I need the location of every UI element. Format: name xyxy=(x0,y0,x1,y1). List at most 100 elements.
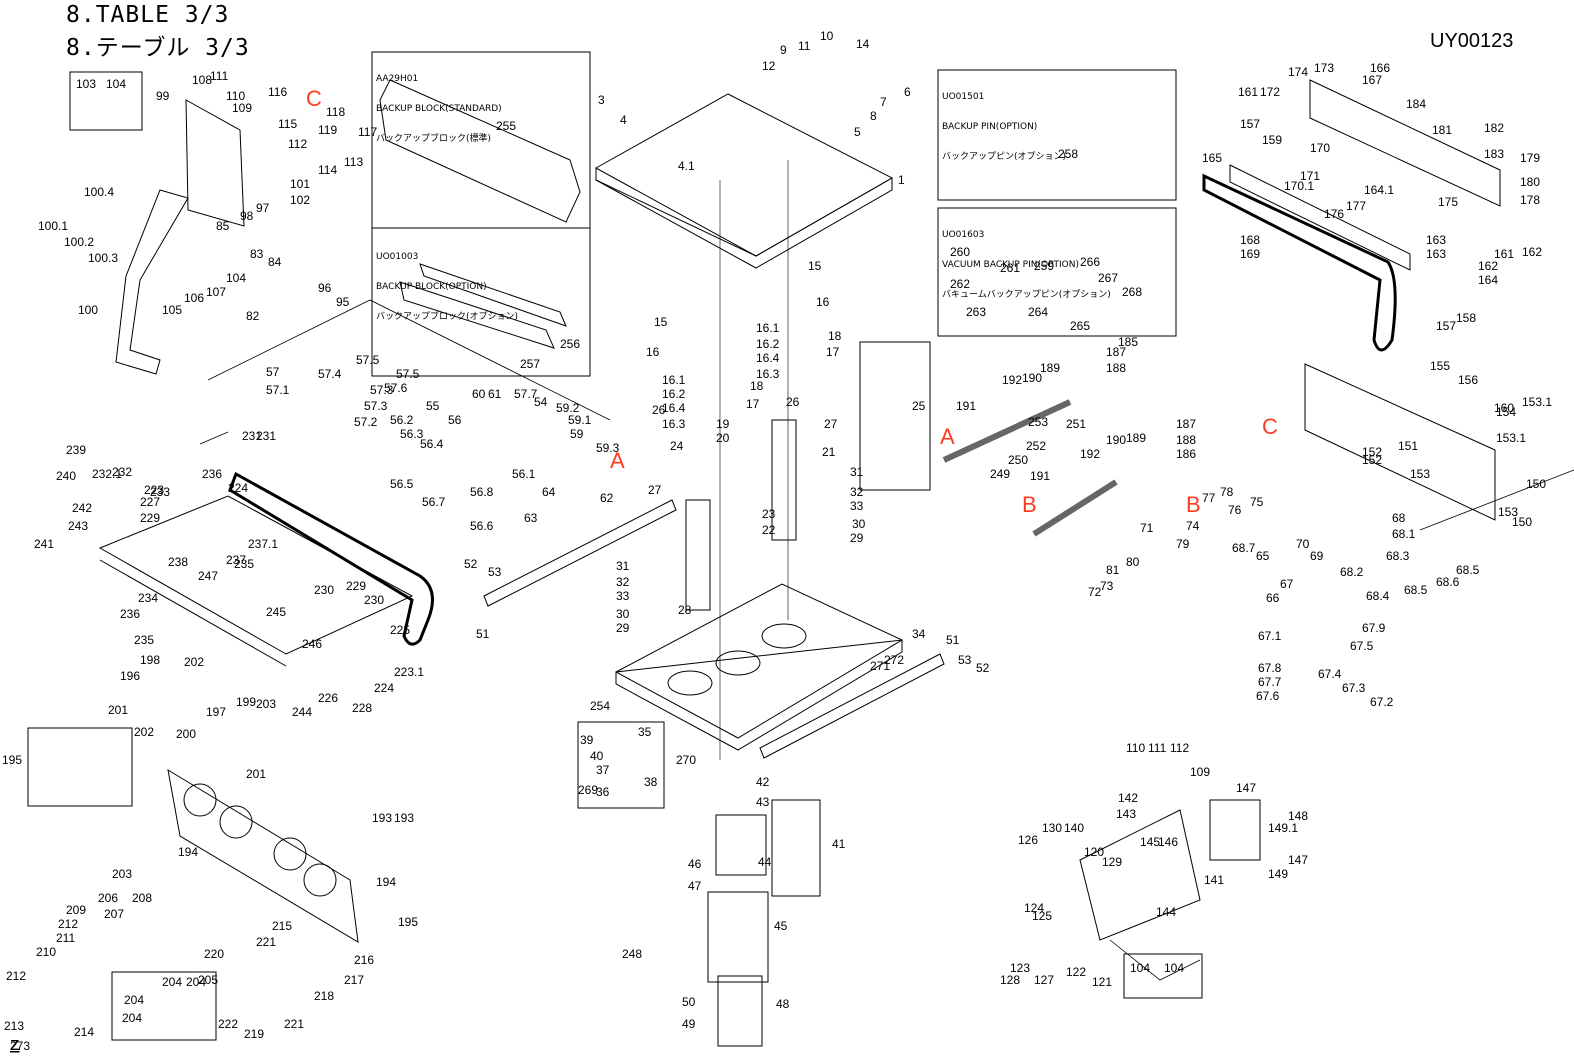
part-number-label: 121 xyxy=(1092,975,1112,989)
part-number-label: 122 xyxy=(1066,965,1086,979)
part-number-label: 162 xyxy=(1522,245,1542,259)
part-number-label: 25 xyxy=(912,399,926,413)
part-number-label: 130 xyxy=(1042,821,1062,835)
part-number-label: 101 xyxy=(290,177,310,191)
detail-box-104-bottom xyxy=(1123,953,1203,999)
part-number-label: 226 xyxy=(318,691,338,705)
part-number-label: Z xyxy=(10,1037,19,1054)
part-number-label: 183 xyxy=(1484,147,1504,161)
part-number-label: 41 xyxy=(832,837,846,851)
detail-box-104-top xyxy=(69,71,143,131)
part-number-label: 236 xyxy=(202,467,222,481)
part-number-label: 127 xyxy=(1034,973,1054,987)
part-number-label: 51 xyxy=(946,633,960,647)
part-number-label: 59 xyxy=(570,427,584,441)
part-number-label: 146 xyxy=(1158,835,1178,849)
part-number-label: 39 xyxy=(580,733,594,747)
part-number-label: 148 xyxy=(1288,809,1308,823)
part-number-label: 204 xyxy=(122,1011,142,1025)
part-number-label: 50 xyxy=(682,995,696,1009)
part-number-label: 103 xyxy=(76,77,96,91)
part-number-label: 192 xyxy=(1080,447,1100,461)
part-number-label: 57.5 xyxy=(396,367,420,381)
option-name-jp: バックアップピン(オプション) xyxy=(942,152,1067,162)
part-number-label: 181 xyxy=(1432,123,1452,137)
part-number-label: 5 xyxy=(854,125,861,139)
part-number-label: 16.2 xyxy=(662,387,686,401)
part-number-label: 56.5 xyxy=(390,477,414,491)
part-number-label: Z xyxy=(10,1037,19,1054)
part-number-label: 104 xyxy=(1130,961,1150,975)
part-number-label: 110 xyxy=(226,89,245,103)
part-number-label: 175 xyxy=(1438,195,1458,209)
part-number-label: 125 xyxy=(1032,909,1052,923)
part-number-label: 221 xyxy=(284,1017,304,1031)
part-number-label: 110 xyxy=(1126,741,1145,755)
part-number-label: 247 xyxy=(198,569,218,583)
option-box-standard-text: AA29H01 BACKUP BLOCK(STANDARD) バックアップブロッ… xyxy=(376,54,502,154)
part-number-label: 67 xyxy=(1280,577,1294,591)
part-number-label: 243 xyxy=(68,519,88,533)
part-number-label: 16 xyxy=(646,345,660,359)
detail-box-25 xyxy=(859,341,931,491)
part-number-label: 30 xyxy=(616,607,630,621)
part-number-label: 100.1 xyxy=(38,219,68,233)
part-number-label: 194 xyxy=(178,845,198,859)
part-number-label: 246 xyxy=(302,637,322,651)
part-number-label: 118 xyxy=(326,105,345,119)
part-number-label: 95 xyxy=(336,295,350,309)
part-number-label: 216 xyxy=(354,953,374,967)
part-number-label: 177 xyxy=(1346,199,1366,213)
part-number-label: 111 xyxy=(210,69,229,83)
part-number-label: 73 xyxy=(1100,579,1114,593)
part-number-label: 59.3 xyxy=(596,441,620,455)
part-number-label: 9 xyxy=(780,43,787,57)
part-number-label: 85 xyxy=(216,219,230,233)
part-number-label: 57 xyxy=(266,365,280,379)
part-number-label: 100 xyxy=(78,303,98,317)
part-number-label: 43 xyxy=(756,795,770,809)
part-number-label: 164.1 xyxy=(1364,183,1394,197)
part-number-label: 67.9 xyxy=(1362,621,1386,635)
part-number-label: 252 xyxy=(1026,439,1046,453)
part-number-label: 165 xyxy=(1202,151,1222,165)
part-number-label: 19 xyxy=(716,417,730,431)
part-number-label: 189 xyxy=(1040,361,1060,375)
part-number-label: 248 xyxy=(622,947,642,961)
part-number-label: 56.8 xyxy=(470,485,494,499)
part-number-label: 211 xyxy=(56,931,75,945)
part-number-label: 172 xyxy=(1260,85,1280,99)
part-number-label: 29 xyxy=(616,621,630,635)
part-number-label: 240 xyxy=(56,469,76,483)
part-number-label: 16.2 xyxy=(756,337,780,351)
part-number-label: 210 xyxy=(36,945,56,959)
part-number-label: 201 xyxy=(246,767,266,781)
part-number-label: 223 xyxy=(144,483,164,497)
option-part-number-label: 265 xyxy=(1070,319,1090,333)
part-number-label: 193 xyxy=(394,811,414,825)
part-number-label: 116 xyxy=(268,85,287,99)
part-number-label: 68.6 xyxy=(1436,575,1460,589)
part-number-label: 170 xyxy=(1310,141,1330,155)
part-number-label: 249 xyxy=(990,467,1010,481)
part-number-label: 67.6 xyxy=(1256,689,1280,703)
part-number-label: 221 xyxy=(256,935,276,949)
part-number-label: 251 xyxy=(1066,417,1086,431)
option-part-number-label: 259 xyxy=(1034,259,1054,273)
part-number-label: 104 xyxy=(1164,961,1184,975)
part-number-label: 80 xyxy=(1126,555,1140,569)
part-number-label: 45 xyxy=(774,919,788,933)
part-number-label: 158 xyxy=(1456,311,1476,325)
part-number-label: 32 xyxy=(850,485,864,499)
callout-c-right: C xyxy=(1262,414,1278,439)
part-number-label: 217 xyxy=(344,973,364,987)
part-number-label: 67.1 xyxy=(1258,629,1282,643)
part-number-label: 27 xyxy=(824,417,838,431)
part-number-label: 68.7 xyxy=(1232,541,1256,555)
part-number-label: 104 xyxy=(226,271,246,285)
part-number-label: 52 xyxy=(464,557,478,571)
part-number-label: 67.7 xyxy=(1258,675,1282,689)
part-number-label: 36 xyxy=(596,785,610,799)
part-number-label: 59.1 xyxy=(568,413,592,427)
part-number-label: 190 xyxy=(1106,433,1126,447)
